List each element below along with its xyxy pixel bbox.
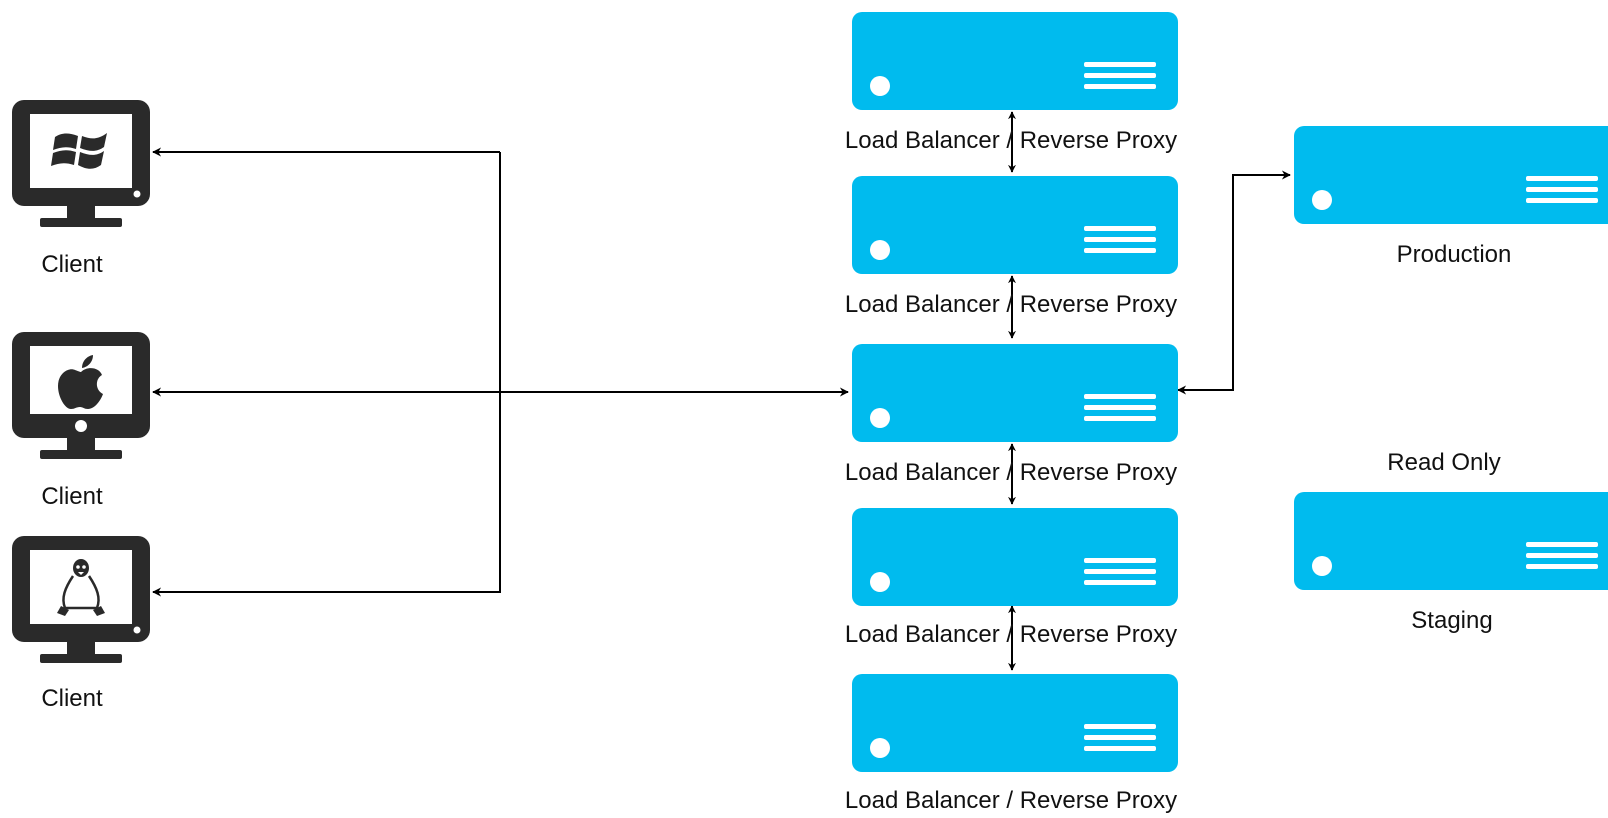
load-balancer-server[interactable] — [852, 12, 1178, 110]
windows-logo-icon — [51, 133, 107, 169]
server-icon — [852, 176, 1178, 274]
load-balancer-label: Load Balancer / Reverse Proxy — [845, 459, 1177, 486]
read-only-label: Read Only — [1387, 449, 1500, 476]
load-balancer-server[interactable] — [852, 508, 1178, 606]
load-balancer-server[interactable] — [852, 674, 1178, 772]
server-icon — [852, 508, 1178, 606]
client-label: Client — [41, 685, 103, 712]
clients: Client Client — [12, 100, 150, 712]
linux-penguin-icon — [57, 559, 105, 616]
load-balancer-server[interactable] — [852, 176, 1178, 274]
connector-load-balancer-to-production — [1177, 170, 1291, 395]
server-icon — [852, 344, 1178, 442]
monitor-icon — [12, 536, 150, 663]
staging-server[interactable] — [1294, 492, 1608, 590]
production-server[interactable] — [1294, 126, 1608, 224]
load-balancer-labels: Load Balancer / Reverse Proxy Load Balan… — [845, 127, 1177, 814]
load-balancer-label: Load Balancer / Reverse Proxy — [845, 787, 1177, 814]
load-balancer-server-central[interactable] — [852, 344, 1178, 442]
server-icon — [1294, 126, 1608, 224]
load-balancer-label: Load Balancer / Reverse Proxy — [845, 621, 1177, 648]
client-linux[interactable]: Client — [12, 536, 150, 712]
production-label: Production — [1397, 241, 1512, 268]
load-balancer-label: Load Balancer / Reverse Proxy — [845, 127, 1177, 154]
client-apple[interactable]: Client — [12, 332, 150, 510]
server-icon — [1294, 492, 1608, 590]
load-balancer-stack — [852, 12, 1178, 772]
monitor-icon — [12, 100, 150, 227]
client-label: Client — [41, 483, 103, 510]
server-icon — [852, 674, 1178, 772]
client-label: Client — [41, 251, 103, 278]
load-balancer-label: Load Balancer / Reverse Proxy — [845, 291, 1177, 318]
connectors — [152, 111, 1291, 671]
staging-label: Staging — [1411, 607, 1492, 634]
server-icon — [852, 12, 1178, 110]
apple-logo-icon — [58, 355, 103, 409]
connector-client-windows-bus — [152, 152, 501, 597]
client-windows[interactable]: Client — [12, 100, 150, 278]
